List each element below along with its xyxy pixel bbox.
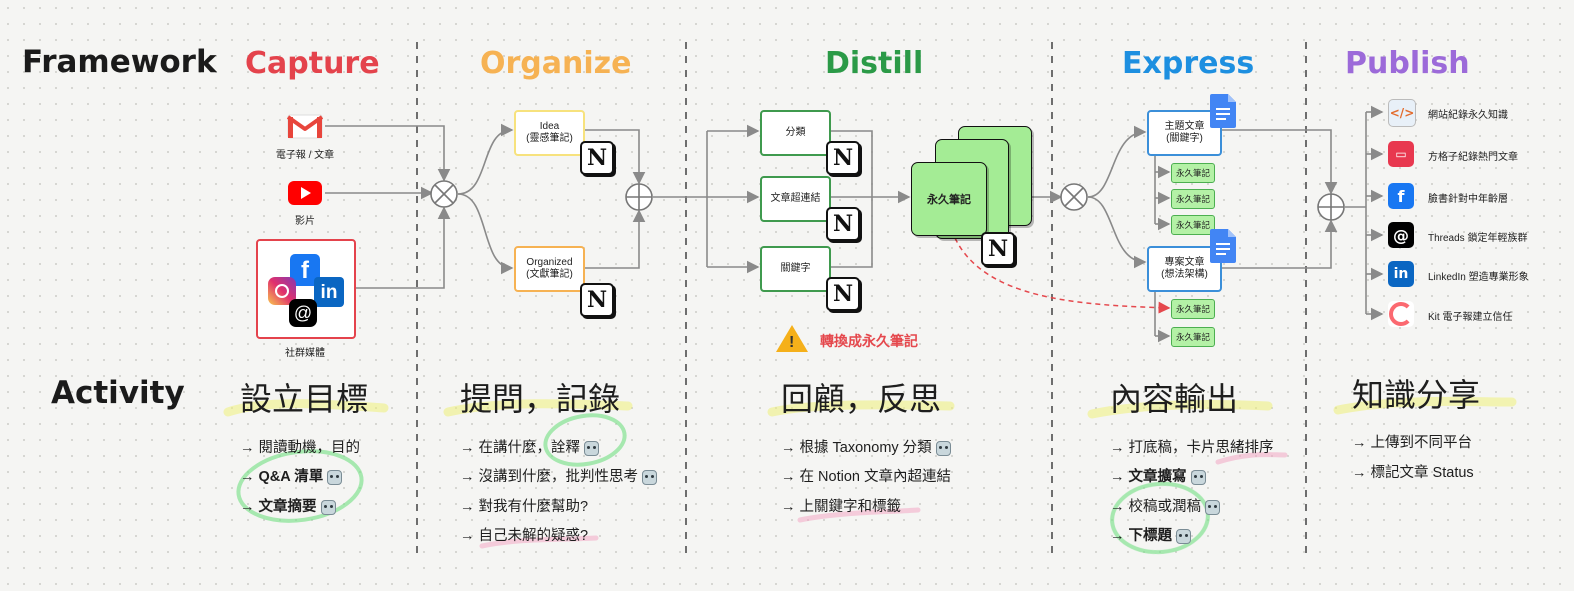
distill-classify-box: 分類 [760,110,831,156]
framework-label: Framework [22,44,217,80]
mini-permanent-note: 永久筆記 [1171,189,1215,209]
notion-icon: N [826,277,860,311]
activity-organize-title: 提問，記錄 [460,380,621,418]
stage-distill-title: Distill [825,46,924,81]
robot-icon [1205,499,1221,515]
stage-publish-title: Publish [1345,46,1470,81]
linkedin-icon: in [1388,261,1414,287]
mini-permanent-note: 永久筆記 [1171,327,1215,347]
fangge-icon: ▭ [1388,141,1414,167]
robot-icon [1190,469,1206,485]
publish-website-label: 網站紀錄永久知識 [1428,110,1508,121]
threads-icon: @ [289,299,317,327]
activity-item: → 標記文章 Status [1352,465,1474,481]
publish-linkedin-label: LinkedIn 塑造專業形象 [1428,272,1529,283]
threads-icon: @ [1388,222,1414,248]
source-video-label: 影片 [295,216,315,227]
idea-note-box: Idea (靈感筆記) [514,110,585,156]
website-icon: </> [1388,99,1416,127]
facebook-icon: f [1388,183,1414,209]
activity-item: → 文章摘要 [240,495,336,516]
publish-facebook-label: 臉書針對中年齡層 [1428,194,1508,205]
activity-item: → 沒講到什麼，批判性思考 [460,465,658,486]
robot-icon [935,440,951,456]
google-docs-icon [1210,94,1236,128]
activity-publish-title: 知識分享 [1352,376,1481,414]
activity-item: → 上傳到不同平台 [1352,435,1473,451]
activity-item: → 自己未解的疑惑? [460,528,589,544]
publish-kit-label: Kit 電子報建立信任 [1428,312,1513,323]
stage-express-title: Express [1122,46,1255,81]
kit-icon [1388,301,1414,327]
activity-item: → 打底稿，卡片思緒排序 [1110,440,1274,456]
robot-icon [1176,528,1192,544]
notion-icon: N [826,207,860,241]
stage-capture-title: Capture [245,46,380,81]
distill-keyword-box: 關鍵字 [760,246,831,292]
stage-organize-title: Organize [480,46,632,81]
organized-note-box: Organized (文獻筆記) [514,246,585,292]
robot-icon [320,499,336,515]
activity-label: Activity [51,375,185,411]
topic-article-box: 主題文章 (關鍵字) [1147,110,1222,156]
linkedin-icon: in [314,277,344,307]
activity-express-title: 內容輸出 [1110,380,1239,418]
publish-threads-label: Threads 鎖定年輕族群 [1428,233,1528,244]
social-media-box: f in @ [256,239,356,339]
activity-item: → 根據 Taxonomy 分類 [781,436,951,457]
activity-item: → 上關鍵字和標籤 [781,499,902,515]
permanent-note-card: 永久筆記 [911,162,987,236]
mini-permanent-note: 永久筆記 [1171,299,1215,319]
source-newsletter-label: 電子報 / 文章 [275,150,335,161]
project-article-box: 專案文章 (想法架構) [1147,246,1222,292]
notion-icon: N [826,141,860,175]
robot-icon [327,469,343,485]
notion-icon: N [580,283,614,317]
publish-fangge-label: 方格子紀錄熱門文章 [1428,152,1518,163]
activity-distill-title: 回顧，反思 [781,380,942,418]
warning-text: 轉換成永久筆記 [820,333,918,349]
activity-item: → 對我有什麼幫助? [460,499,589,515]
activity-item: → 下標題 [1110,524,1192,545]
robot-icon [642,469,658,485]
distill-hyperlink-box: 文章超連結 [760,176,831,222]
activity-item: → 校稿或潤稿 [1110,495,1221,516]
mini-permanent-note: 永久筆記 [1171,163,1215,183]
activity-item: → 在講什麼，詮釋 [460,436,600,457]
source-social-label: 社群媒體 [285,348,325,359]
youtube-icon [288,181,322,205]
warning-icon [776,325,808,352]
google-docs-icon [1210,229,1236,263]
mini-permanent-note: 永久筆記 [1171,215,1215,235]
notion-icon: N [981,232,1015,266]
activity-item: → 文章擴寫 [1110,465,1206,486]
activity-item: → 在 Notion 文章內超連結 [781,469,951,485]
notion-icon: N [580,141,614,175]
robot-icon [584,440,600,456]
activity-item: → Q&A 清單 [240,465,343,486]
activity-capture-title: 設立目標 [240,380,369,418]
gmail-icon [287,114,323,139]
activity-item: → 閱讀動機，目的 [240,440,361,456]
